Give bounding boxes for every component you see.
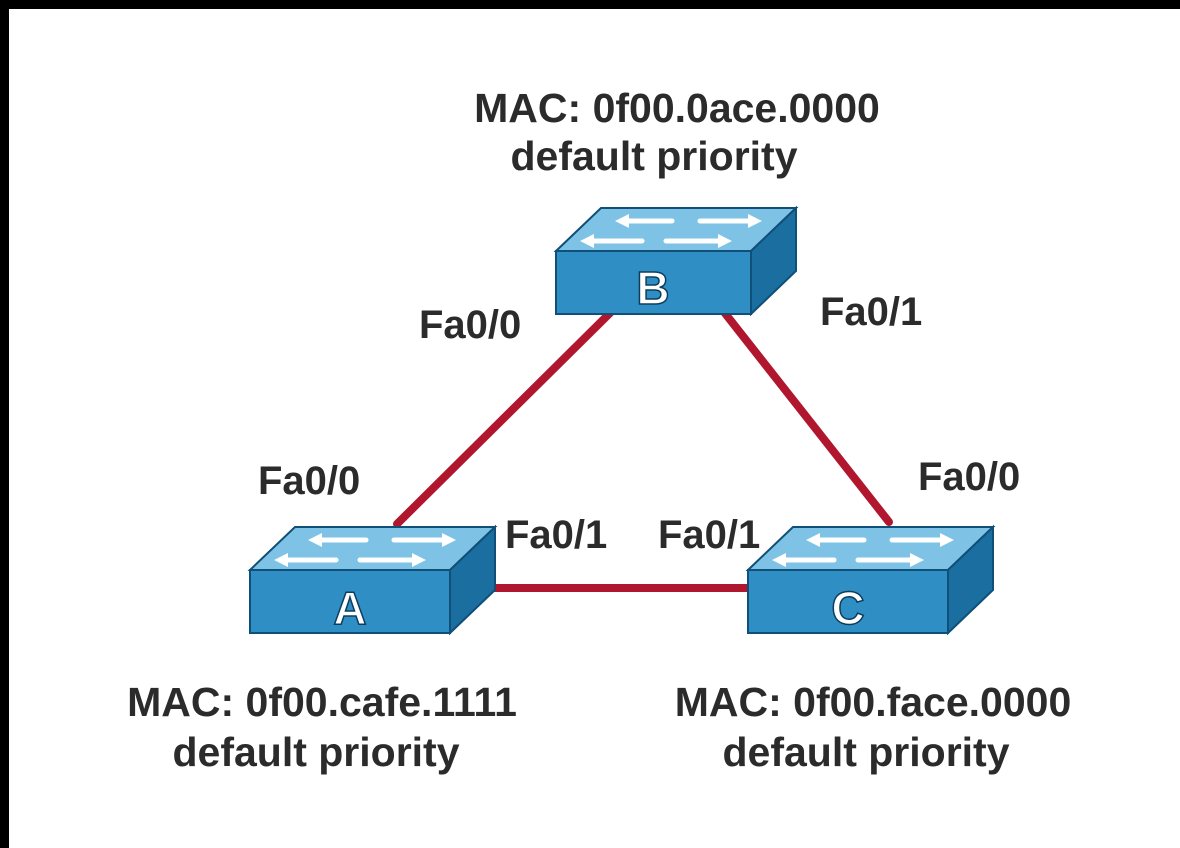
switch-b-priority-label: default priority [510, 133, 797, 179]
link-b-c [720, 308, 893, 526]
switch-c-priority-label: default priority [722, 729, 1009, 775]
frame-left-border [0, 0, 9, 848]
switch-b-mac-label: MAC: 0f00.0ace.0000 [474, 85, 880, 131]
link-a-b [393, 308, 615, 528]
switch-b[interactable]: B [553, 205, 799, 317]
switch-a-mac-label: MAC: 0f00.cafe.1111 [127, 679, 517, 725]
port-label-c-fa0-0: Fa0/0 [918, 455, 1020, 499]
frame-top-border [0, 0, 1180, 9]
layer2-switch-icon [745, 524, 996, 636]
switch-b-letter: B [636, 262, 669, 314]
switch-a[interactable]: A [247, 524, 498, 636]
port-label-a-fa0-0: Fa0/0 [258, 459, 360, 503]
switch-c-letter: C [831, 582, 864, 634]
switch-a-letter: A [333, 582, 366, 634]
port-label-a-fa0-1: Fa0/1 [505, 513, 607, 557]
layer2-switch-icon [553, 205, 799, 317]
links [393, 308, 893, 592]
switch-a-priority-label: default priority [172, 729, 459, 775]
switch-c[interactable]: C [745, 524, 996, 636]
port-label-c-fa0-1: Fa0/1 [658, 513, 760, 557]
port-label-b-fa0-1: Fa0/1 [820, 290, 922, 334]
port-label-b-fa0-0: Fa0/0 [419, 303, 521, 347]
layer2-switch-icon [247, 524, 498, 636]
switch-c-mac-label: MAC: 0f00.face.0000 [675, 679, 1072, 725]
